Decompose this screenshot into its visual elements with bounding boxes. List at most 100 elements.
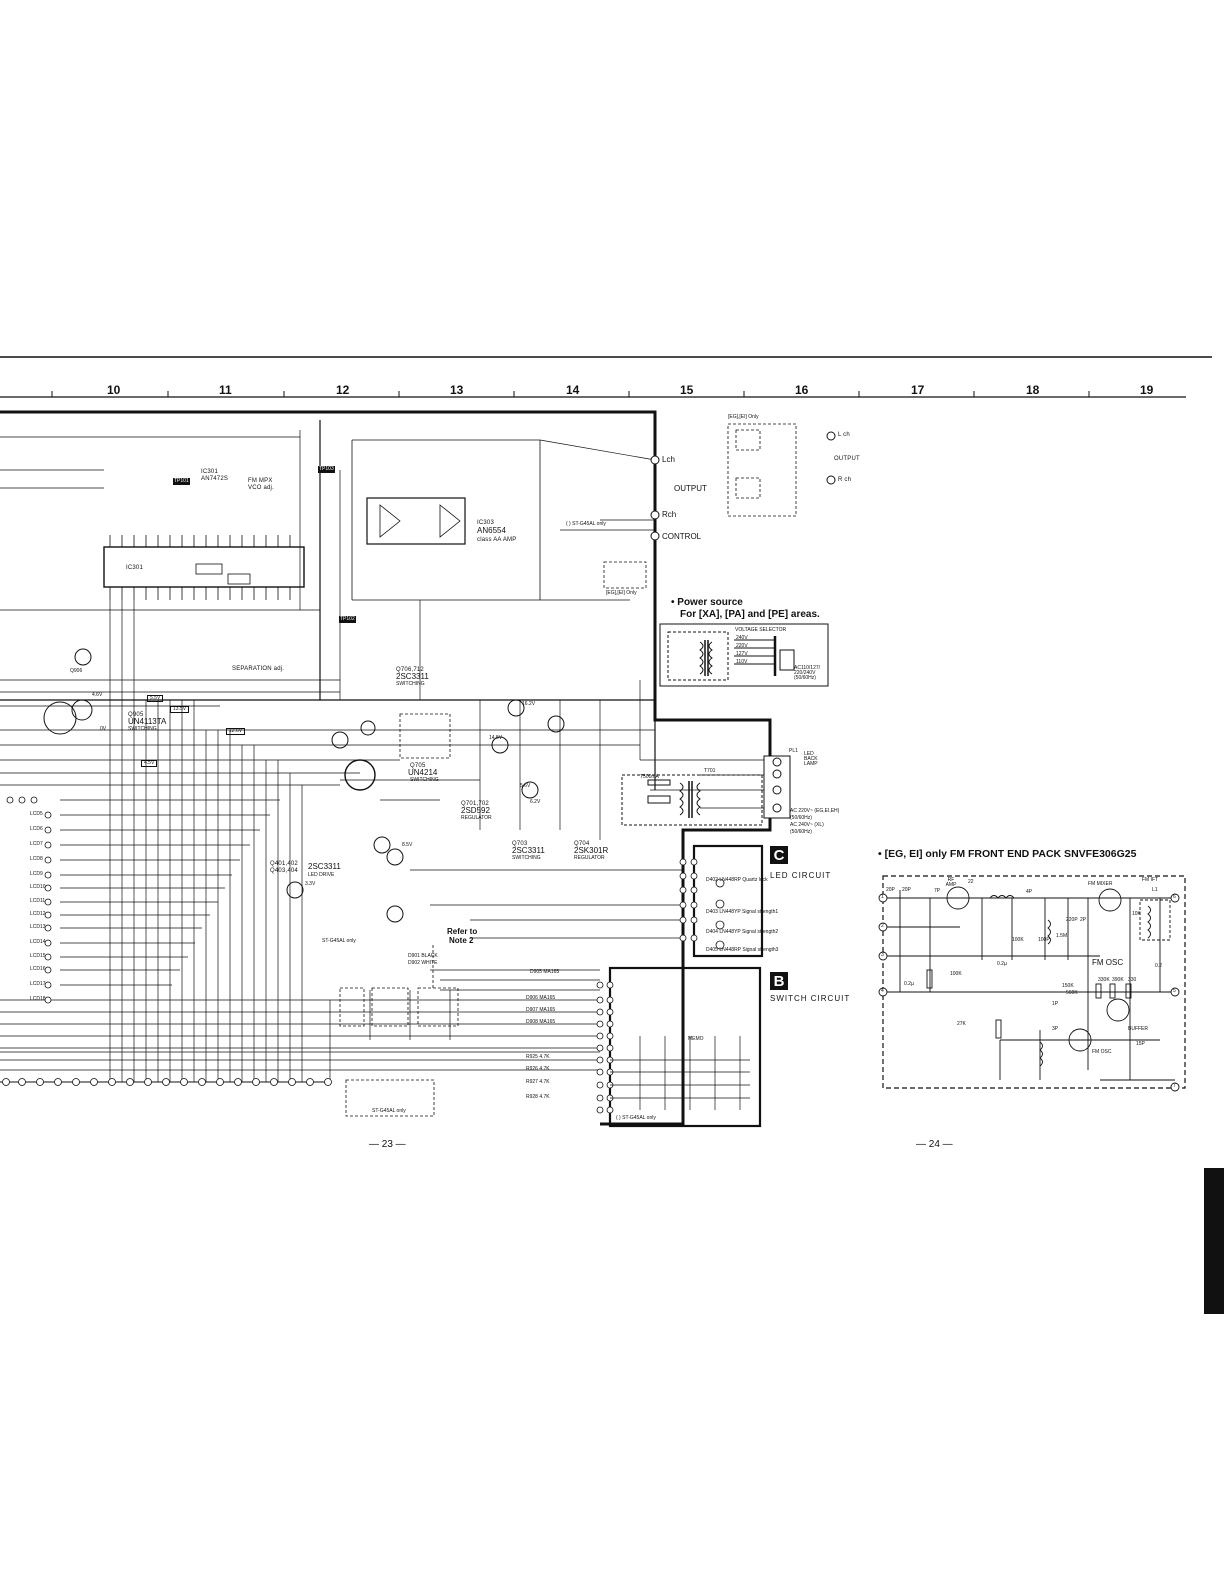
ac-240: AC 240V~ (XL) [790,822,824,828]
ac-220: AC 220V~ (EG,EI,EH) [790,808,840,814]
fm-front-end-circuit [883,886,1175,1081]
column-number: 15 [680,383,694,397]
st-only-note: ST-G45AL only [322,938,356,944]
out-lch: L ch [838,432,850,438]
q905-ref: Q905 [128,712,144,718]
voltage-tag: 12.6V [226,728,246,735]
q701-desc: REGULATOR [461,815,492,821]
lcd-label: LCD10 [30,884,46,890]
ruler [0,356,1212,398]
power-source-title: • Power source [671,597,743,608]
q704-desc: REGULATOR [574,855,605,861]
lcd-label: LCD16 [30,966,46,972]
q703-part: 2SC3311 [512,846,545,855]
volt-240: 240V [736,635,748,641]
fm-value: 2P [1080,917,1087,923]
led-item: D405 LN448RP Signal strength3 [706,947,779,953]
wiring [0,420,791,1083]
eg-ei-small-box [603,561,647,589]
voltage-tag: 4.5V [141,760,158,767]
voltage-selector-label: VOLTAGE SELECTOR [735,627,787,633]
transistor-symbols [43,648,565,923]
q905-part: UN4113TA [128,717,167,726]
switch-circuit-title: SWITCH CIRCUIT [770,994,851,1003]
column-number: 10 [107,383,121,397]
refer-note: Refer to [447,927,478,936]
ic301-block [103,535,305,600]
q704-ref: Q704 [574,841,590,847]
fm-value: 0.2µ [904,981,914,987]
ac-240-freq: (50/60Hz) [790,829,812,835]
pl1-label: PL1 [789,748,798,754]
fm-pin: 6 [1173,894,1176,900]
fm-value: 100K [1012,937,1024,943]
column-number: 19 [1140,383,1154,397]
q705-ref: Q705 [410,763,426,769]
power-ac-note: AC110/127/ 220/240V (50/60Hz) [794,665,821,681]
refer-note-2: Note 2 [449,936,474,945]
transformer-main [621,774,763,826]
lcd-pins [6,796,52,1004]
fm-value: 20P [886,887,895,893]
voltage-tag: 5.5V [147,695,164,702]
fm-value: 20P [902,887,911,893]
output-label: OUTPUT [674,484,707,493]
switch-diode: D906 MA165 [526,995,556,1001]
fm-pin: 3 [881,952,884,958]
fm-value: 0.2µ [997,961,1007,967]
led-item: D404 LN448YP Signal strength2 [706,929,779,935]
fm-value: 150K [1062,983,1074,989]
switch-circuit-badge: B [770,972,788,990]
q706-part: 2SC3311 [396,672,429,681]
fm-pin: 1 [881,894,884,900]
fm-rf-amp: RF AMP [945,877,957,888]
column-number: 11 [219,383,232,397]
power-source-box [659,623,829,687]
lcd-label: LCD5 [30,811,43,817]
switch-resistor: R925 4.7K [526,1054,550,1060]
led-circuit-badge: C [770,846,788,864]
ic301-vco: VCO adj. [248,485,274,491]
ic303-part: AN6554 [477,526,506,535]
st-note: ( ) ST-G45AL only [566,521,606,527]
column-number: 13 [450,383,464,397]
fm-value: 390K [1112,977,1124,983]
eg-ei-output-box [727,423,797,517]
volt-220: 220V [736,643,748,649]
ic303-block [351,439,541,601]
t701-label: T701 [704,768,716,774]
switch-memo: MEMO [688,1036,704,1042]
column-number: 16 [795,383,809,397]
tp102-label: TP102 [339,616,356,623]
lcd-label: LCD11 [30,898,46,904]
q705-desc: SWITCHING [410,777,439,783]
eg-ei-note: [EG],[EI] Only [728,414,759,420]
lcd-label: LCD7 [30,841,43,847]
led-circuit-board [692,844,764,958]
power-source-subtitle: For [XA], [PA] and [PE] areas. [680,609,820,620]
q705-part: UN4214 [408,768,438,777]
lcd-label: LCD13 [30,924,46,930]
voltage-tag: 16.2V [522,701,536,707]
q706-desc: SWITCHING [396,681,425,687]
fm-value: 10K [1132,911,1141,917]
voltage-tag: 0V [100,726,107,732]
fm-value: 22 [968,879,974,885]
lcd-label: LCD12 [30,911,46,917]
fm-osc-label: FM OSC [1092,958,1124,967]
q701-ref: Q701,702 [461,801,489,807]
switch-note: ( ) ST-G45AL only [616,1115,656,1121]
fm-pin: 4 [881,988,884,994]
ic301-body-label: IC301 [126,565,144,571]
switch-resistor: R926 4.7K [526,1066,550,1072]
dashed-notes [339,945,459,1117]
lcd-label: LCD18 [30,996,46,1002]
switch-diode: D905 MA165 [530,969,560,975]
switch-diode: D908 MA165 [526,1019,556,1025]
switch-grid [610,1036,750,1110]
fm-buffer: BUFFER [1128,1026,1148,1032]
fm-value: 0.2 [1155,963,1162,969]
led-circuit-pins [679,858,725,950]
q403-ref: Q403,404 [270,868,298,874]
